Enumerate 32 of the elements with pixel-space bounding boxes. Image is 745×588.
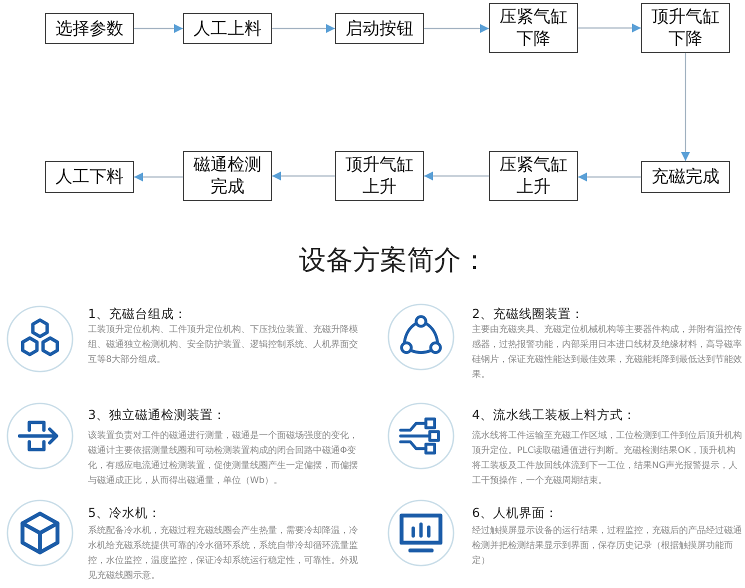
arrow [424, 24, 489, 33]
process-box: 人工上料 [183, 13, 272, 44]
process-box: 启动按钮 [335, 13, 424, 44]
process-box: 压紧气缸上升 [489, 151, 578, 201]
process-box: 磁通检测完成 [183, 151, 272, 201]
arrow [134, 172, 183, 182]
feature-heading: 5、冷水机： [88, 504, 161, 521]
process-box: 人工下料 [45, 161, 134, 193]
feature-description: 系统配备冷水机，充磁过程充磁线圈会产生热量，需要冷却降温，冷水机给充磁系统提供可靠的冷水循环系统，系统自带冷却循环流量监控，水位监控，温度监控，保证冷却系统运行稳定性，可靠性。外观见充磁线圈示意。 [88, 524, 359, 583]
feature-heading: 2、充磁线圈装置： [472, 305, 584, 322]
feature-description: 流水线将工件运输至充磁工作区域，工位检测到工件到位后顶升机构顶升定位。PLC读取磁通值进行判断。充磁检测结果OK，顶升机构将工装板及工件放回线体流到下一工位，结果NG声光报警提示，人工干预操作，一个充磁周期结束。 [472, 430, 743, 488]
process-box: 压紧气缸下降 [489, 3, 578, 53]
feature-heading: 1、充磁台组成： [88, 305, 187, 322]
section-heading: 设备方案简介： [299, 244, 488, 278]
feature-heading: 6、人机界面： [472, 504, 558, 521]
feature-heading: 4、流水线工装板上料方式： [472, 406, 636, 423]
arrow [681, 53, 690, 161]
arrow [578, 24, 641, 32]
feature-description: 经过触摸屏显示设备的运行结果，过程监控，充磁后的产品经过磁通检测并把检测结果显示到界面，保存历史记录（根据触摸屏功能而定） [472, 524, 743, 568]
process-box: 充磁完成 [641, 161, 730, 193]
feature-description: 工装顶升定位机构、工件顶升定位机构、下压找位装置、充磁升降模组、磁通独立检测机构、安全防护装置、逻辑控制系统、人机界面交互等8大部分组成。 [88, 324, 359, 367]
feature-heading: 3、独立磁通检测装置： [88, 406, 226, 423]
process-box: 顶升气缸上升 [335, 151, 424, 201]
arrow [424, 172, 489, 180]
feature-description: 主要由充磁夹具、充磁定位机械机构等主要器件构成，并附有温控传感器，过热报警功能，内部采用日本进口线材及绝缘材料，高导磁率硅钢片，保证充磁性能达到最佳效果，充磁能耗降到最低达到节能效果。 [472, 324, 743, 382]
arrow [578, 172, 641, 182]
feature-description: 该装置负责对工件的磁通进行测量，磁通是一个面磁场强度的变化，磁通计主要依据测量线圈和可动检测装置构成的闭合回路中磁通Φ变化，有感应电流通过检测装置，促使测量线圈产生一定偏摆，而偏摆与磁通成正比，从而得出磁通量，单位（Wb）。 [88, 430, 359, 488]
arrow [134, 24, 183, 33]
process-box: 顶升气缸下降 [641, 3, 730, 53]
arrow [272, 24, 335, 33]
process-box: 选择参数 [45, 13, 134, 44]
arrow [272, 172, 335, 180]
